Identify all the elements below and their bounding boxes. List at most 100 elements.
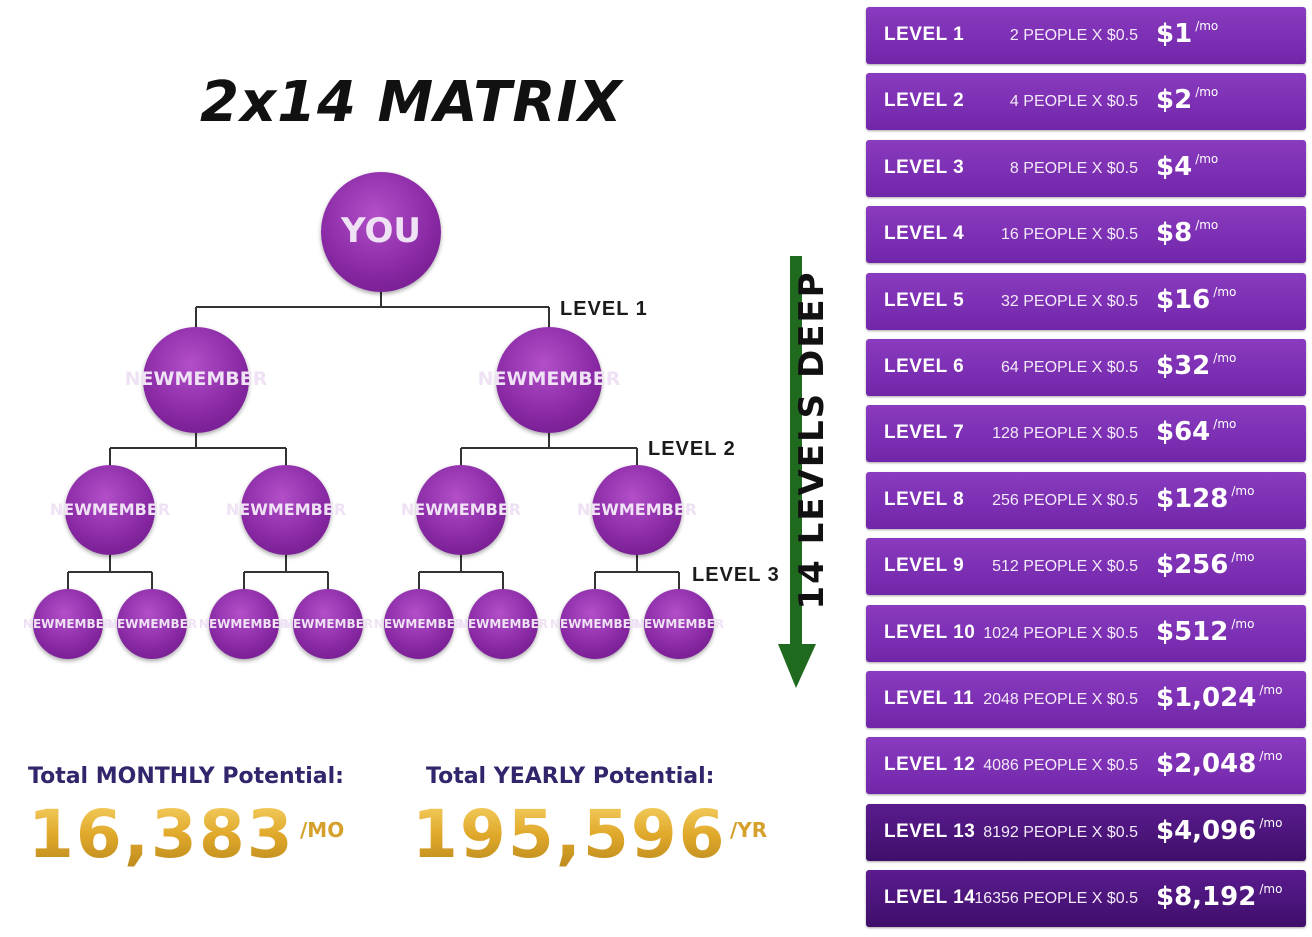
panel-amount-unit: /mo — [1195, 151, 1219, 166]
member-label-line1: NEW — [282, 616, 315, 631]
panel-level-label: LEVEL 9 — [884, 555, 965, 577]
panel-people-count: 4086 PEOPLE X $0.5 — [983, 757, 1138, 775]
panel-amount: $4/mo — [1156, 152, 1218, 182]
panel-amount-unit: /mo — [1231, 483, 1255, 498]
panel-level-label: LEVEL 11 — [884, 688, 975, 709]
panel-amount: $64/mo — [1156, 417, 1236, 447]
member-label-line1: NEW — [477, 368, 528, 391]
panel-amount-value: $64 — [1156, 417, 1211, 448]
panel-amount-value: $16 — [1156, 284, 1211, 315]
member-label-line2: MEMBER — [405, 616, 465, 631]
member-label-line1: NEW — [576, 499, 619, 519]
panel-people-count: 8192 PEOPLE X $0.5 — [983, 823, 1138, 841]
panel-amount-unit: /mo — [1213, 417, 1237, 432]
level-panel: LEVEL 4 16 PEOPLE X $0.5 $8/mo — [866, 206, 1306, 264]
panel-amount: $2/mo — [1156, 85, 1218, 115]
panel-level-label: LEVEL 5 — [884, 289, 965, 311]
member-label-line2: MEMBER — [527, 368, 621, 391]
member-label-line2: MEMBER — [581, 616, 641, 631]
root-node: YOU — [321, 172, 441, 292]
panel-amount: $256/mo — [1156, 550, 1254, 580]
panel-people-count: 4 PEOPLE X $0.5 — [1009, 93, 1138, 111]
panel-amount: $128/mo — [1156, 484, 1254, 514]
panel-amount-unit: /mo — [1259, 749, 1283, 764]
panel-level-label: LEVEL 14 — [884, 887, 976, 909]
panel-people-count: 512 PEOPLE X $0.5 — [992, 558, 1138, 576]
member-label-line1: NEW — [198, 616, 231, 631]
root-node-label: YOU — [341, 211, 421, 252]
panel-amount: $8,192/mo — [1156, 882, 1282, 912]
panel-amount-unit: /mo — [1213, 284, 1237, 299]
panel-amount: $16/mo — [1156, 285, 1236, 315]
yearly-total-unit: /YR — [730, 818, 768, 842]
member-label-line1: NEW — [373, 616, 406, 631]
panel-amount-unit: /mo — [1259, 683, 1283, 697]
tree-level-label-1: LEVEL 1 — [560, 298, 648, 320]
depth-arrow — [778, 256, 816, 688]
panel-people-count: 16 PEOPLE X $0.5 — [1001, 226, 1138, 244]
panel-amount-value: $4 — [1156, 151, 1193, 182]
member-label-line2: MEMBER — [442, 499, 522, 519]
panel-amount-value: $8 — [1156, 218, 1193, 249]
member-label-line1: NEW — [124, 368, 175, 391]
panel-amount-value: $512 — [1156, 616, 1229, 647]
panel-level-label: LEVEL 13 — [884, 820, 976, 842]
depth-label: 14 LEVELS DEEP — [792, 270, 832, 610]
panel-amount: $2,048/mo — [1156, 749, 1282, 779]
member-label-line2: MEMBER — [174, 368, 268, 391]
member-label-line1: NEW — [457, 616, 490, 631]
level-panel: LEVEL 9 512 PEOPLE X $0.5 $256/mo — [866, 538, 1306, 596]
panel-amount-value: $2 — [1156, 85, 1193, 116]
yearly-total-value: 195,596 — [412, 796, 727, 873]
panel-amount: $1,024/mo — [1156, 683, 1282, 713]
panel-amount-value: $32 — [1156, 351, 1211, 381]
panel-level-label: LEVEL 1 — [884, 24, 965, 45]
panel-people-count: 128 PEOPLE X $0.5 — [992, 425, 1138, 443]
tree-level-label-3: LEVEL 3 — [692, 564, 780, 586]
panel-amount-unit: /mo — [1259, 882, 1283, 897]
monthly-total-unit: /MO — [300, 818, 345, 842]
panel-amount-value: $1,024 — [1156, 683, 1257, 713]
tree-level-label-2: LEVEL 2 — [648, 438, 736, 460]
panel-amount-unit: /mo — [1231, 616, 1255, 631]
panel-amount: $32/mo — [1156, 351, 1236, 381]
member-label-line2: MEMBER — [54, 616, 114, 631]
member-label-line2: MEMBER — [665, 616, 725, 631]
panel-level-label: LEVEL 10 — [884, 621, 976, 643]
panel-level-label: LEVEL 3 — [884, 156, 965, 178]
panel-people-count: 256 PEOPLE X $0.5 — [992, 491, 1138, 509]
monthly-total-value: 16,383 — [28, 796, 295, 873]
panel-amount-unit: /mo — [1195, 218, 1219, 233]
panel-amount-value: $1 — [1156, 19, 1193, 49]
panel-level-label: LEVEL 12 — [884, 754, 976, 776]
panel-people-count: 64 PEOPLE X $0.5 — [1001, 359, 1138, 376]
yearly-total-label: Total YEARLY Potential: — [426, 764, 715, 789]
panel-level-label: LEVEL 7 — [884, 422, 965, 444]
member-label-line2: MEMBER — [489, 616, 549, 631]
panel-level-label: LEVEL 4 — [884, 223, 965, 245]
panel-people-count: 2 PEOPLE X $0.5 — [1009, 27, 1138, 44]
panel-amount-value: $128 — [1156, 483, 1229, 514]
panel-amount: $8/mo — [1156, 218, 1218, 248]
panel-amount-unit: /mo — [1259, 815, 1283, 830]
panel-people-count: 8 PEOPLE X $0.5 — [1009, 159, 1138, 177]
panel-level-label: LEVEL 2 — [884, 90, 965, 112]
panel-amount-unit: /mo — [1213, 351, 1237, 365]
